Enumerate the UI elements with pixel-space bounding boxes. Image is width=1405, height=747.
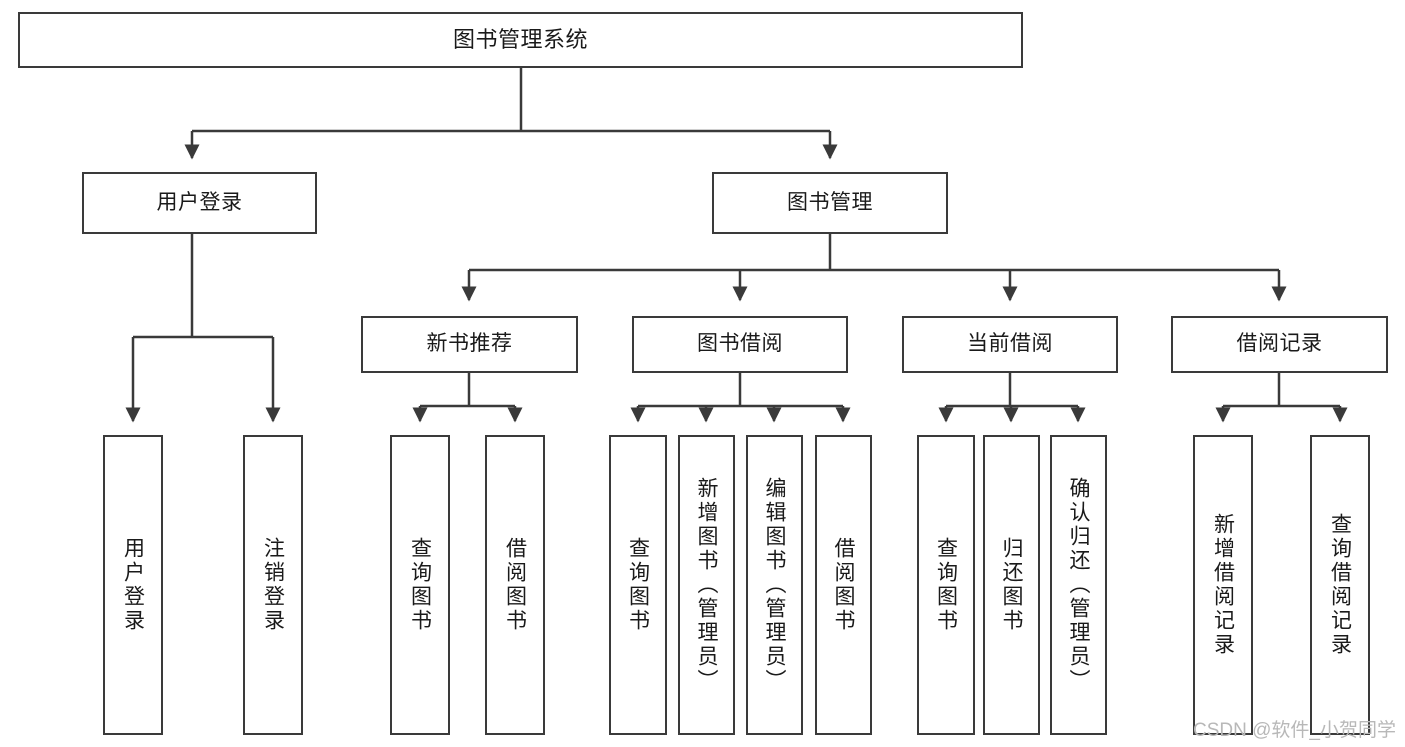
node-label: 归还图书 <box>1000 537 1023 633</box>
node-new-book-recommend[interactable]: 新书推荐 <box>361 316 578 373</box>
node-label: 图书借阅 <box>697 332 783 356</box>
node-book-borrow[interactable]: 图书借阅 <box>632 316 848 373</box>
node-label: 确认归还（管理员） <box>1067 477 1090 693</box>
node-label: 查询图书 <box>934 537 958 633</box>
node-label: 图书管理 <box>787 190 873 214</box>
node-root-system[interactable]: 图书管理系统 <box>18 12 1023 68</box>
node-label: 查询借阅记录 <box>1328 513 1352 657</box>
node-label: 编辑图书（管理员） <box>763 477 786 693</box>
node-label: 借阅图书 <box>832 537 855 633</box>
node-borrow-record[interactable]: 借阅记录 <box>1171 316 1388 373</box>
node-label: 查询图书 <box>626 537 650 633</box>
node-label: 用户登录 <box>121 537 145 633</box>
node-label: 新书推荐 <box>426 332 513 356</box>
node-leaf-query-book-current[interactable]: 查询图书 <box>917 435 975 735</box>
node-leaf-add-borrow-record[interactable]: 新增借阅记录 <box>1193 435 1253 735</box>
node-label: 注销登录 <box>261 537 285 633</box>
node-leaf-query-book-recommend[interactable]: 查询图书 <box>390 435 450 735</box>
node-leaf-logout[interactable]: 注销登录 <box>243 435 303 735</box>
node-label: 借阅记录 <box>1236 332 1323 356</box>
csdn-watermark: CSDN @软件_小贺同学 <box>1193 720 1396 741</box>
node-label: 借阅图书 <box>503 537 527 633</box>
node-book-management[interactable]: 图书管理 <box>712 172 948 234</box>
node-leaf-query-book-borrow[interactable]: 查询图书 <box>609 435 667 735</box>
node-leaf-user-login[interactable]: 用户登录 <box>103 435 163 735</box>
node-current-borrow[interactable]: 当前借阅 <box>902 316 1118 373</box>
node-leaf-edit-book-admin[interactable]: 编辑图书（管理员） <box>746 435 803 735</box>
node-user-login[interactable]: 用户登录 <box>82 172 317 234</box>
node-label: 图书管理系统 <box>452 27 588 53</box>
node-leaf-borrow-book[interactable]: 借阅图书 <box>815 435 872 735</box>
node-leaf-query-borrow-record[interactable]: 查询借阅记录 <box>1310 435 1370 735</box>
node-label: 新增借阅记录 <box>1211 513 1235 657</box>
node-label: 查询图书 <box>408 537 432 633</box>
node-label: 用户登录 <box>156 190 243 214</box>
node-label: 新增图书（管理员） <box>695 477 718 693</box>
node-leaf-return-book[interactable]: 归还图书 <box>983 435 1040 735</box>
node-leaf-confirm-return-admin[interactable]: 确认归还（管理员） <box>1050 435 1107 735</box>
node-leaf-borrow-book-recommend[interactable]: 借阅图书 <box>485 435 545 735</box>
node-leaf-add-book-admin[interactable]: 新增图书（管理员） <box>678 435 735 735</box>
node-label: 当前借阅 <box>967 332 1053 356</box>
